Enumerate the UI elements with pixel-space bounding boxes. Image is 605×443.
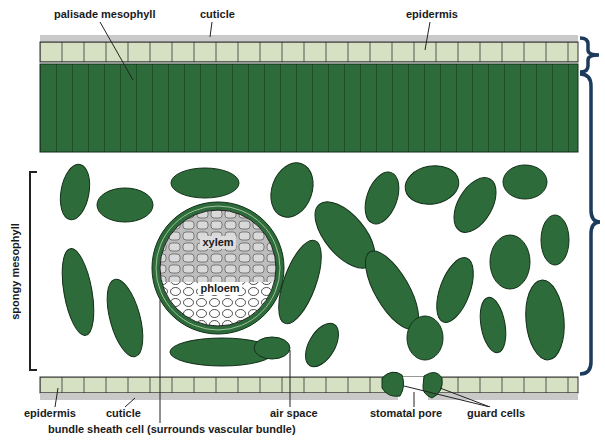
guard-cell (382, 372, 404, 396)
epidermis-layer (40, 377, 578, 393)
cuticle-layer (40, 35, 578, 42)
part-label: cuticle (198, 8, 237, 21)
palisade-layer (40, 64, 578, 152)
part-label: guard cells (465, 407, 527, 420)
brace (580, 74, 600, 374)
part-label: cuticle (104, 407, 143, 420)
brace (580, 38, 599, 72)
part-label: epidermis (404, 8, 460, 21)
part-label: spongy mesophyll (9, 221, 22, 322)
spongy-cells (56, 157, 569, 372)
bracket (30, 172, 37, 370)
part-label: air space (268, 407, 320, 420)
part-label: palisade mesophyll (52, 8, 157, 21)
part-label: epidermis (22, 407, 78, 420)
tissue-label: phloem (198, 282, 241, 295)
tissue-label: xylem (200, 236, 235, 249)
part-label: stomatal pore (368, 407, 444, 420)
part-label: bundle sheath cell (surrounds vascular b… (46, 423, 298, 436)
leader-lines (55, 22, 490, 423)
cuticle-layer (40, 393, 578, 400)
vascular-bundle (150, 200, 290, 342)
